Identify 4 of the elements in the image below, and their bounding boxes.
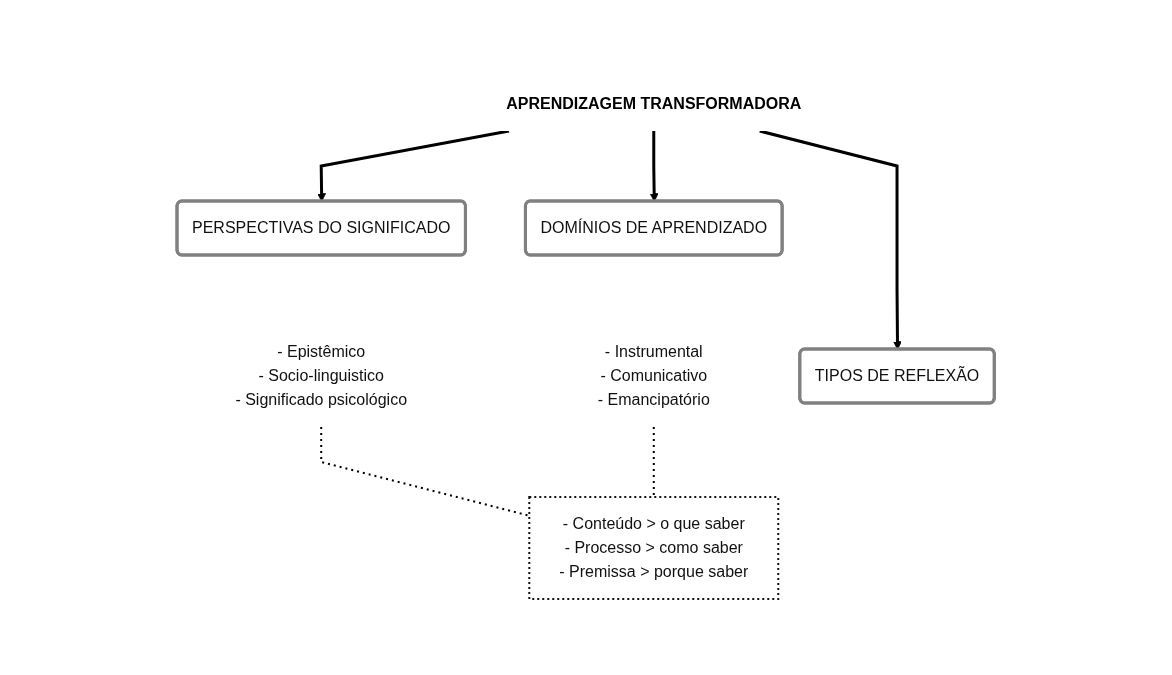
node-text: - Instrumental - Comunicativo - Emancipatório <box>598 342 711 408</box>
node-text: - Epistêmico - Socio-linguistico - Significado psicológico <box>235 342 408 408</box>
connector <box>653 425 656 498</box>
node-text: APRENDIZAGEM TRANSFORMADORA <box>506 94 802 112</box>
